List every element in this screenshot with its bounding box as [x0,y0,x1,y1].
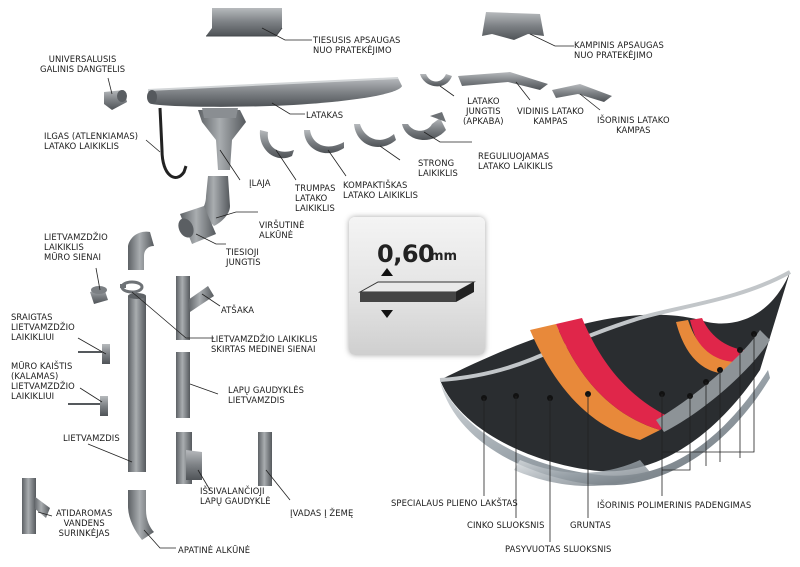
label-long-bracket: ILGAS (ATLENKIAMAS)LATAKO LAIKIKLIS [44,131,139,151]
long-bracket-part [158,107,188,179]
gutter-part [147,77,402,107]
label-outlet: ĮLAJA [249,178,271,188]
outlet-part [198,108,246,170]
strong-bracket-part [354,124,396,147]
branch-part [176,276,214,340]
self-clean-trap-part [176,432,202,484]
adjustable-bracket-part [402,112,446,141]
inner-corner-part [458,72,548,90]
label-branch: ATŠAKA [221,305,255,315]
wall-plug-part [68,396,108,416]
upper-elbow-part [200,176,230,226]
gutter-joint-part [420,74,452,87]
gutter-cross-section [439,270,791,486]
label-ground-inlet: ĮVADAS Į ŽEMĘ [290,508,354,518]
lower-top-elbow-part [128,231,154,270]
label-layer-steel: SPECIALAUS PLIENO LAKŠTAS [391,498,518,508]
thickness-value: 0,60 [377,240,435,268]
label-layer-passivated: PASYVUOTAS SLUOKSNIS [505,544,612,554]
label-layer-primer: GRUNTAS [570,520,611,530]
straight-joint-part [178,206,216,244]
label-layer-zinc: CINKO SLUOKSNIS [467,520,545,530]
outer-corner-part [552,84,612,102]
leader-lines [37,27,755,549]
straight-overflow-guard-part [206,8,283,37]
masonry-clip-part [90,286,108,304]
water-collector-part [22,478,50,534]
short-bracket-part [259,130,294,159]
leaf-trap-pipe-part [176,352,190,418]
label-downpipe: LIETVAMZDIS [63,433,120,443]
label-gutter: LATAKAS [306,110,344,120]
lower-elbow-part [128,490,154,540]
compact-bracket-part [304,130,344,154]
corner-overflow-guard-part [482,12,544,40]
end-cap-part [104,90,127,110]
label-layer-outer-coating: IŠORINIS POLIMERINIS PADENGIMAS [597,500,752,510]
thickness-unit: mm [430,249,458,264]
label-lower-elbow: APATINĖ ALKŪNĖ [178,545,251,555]
